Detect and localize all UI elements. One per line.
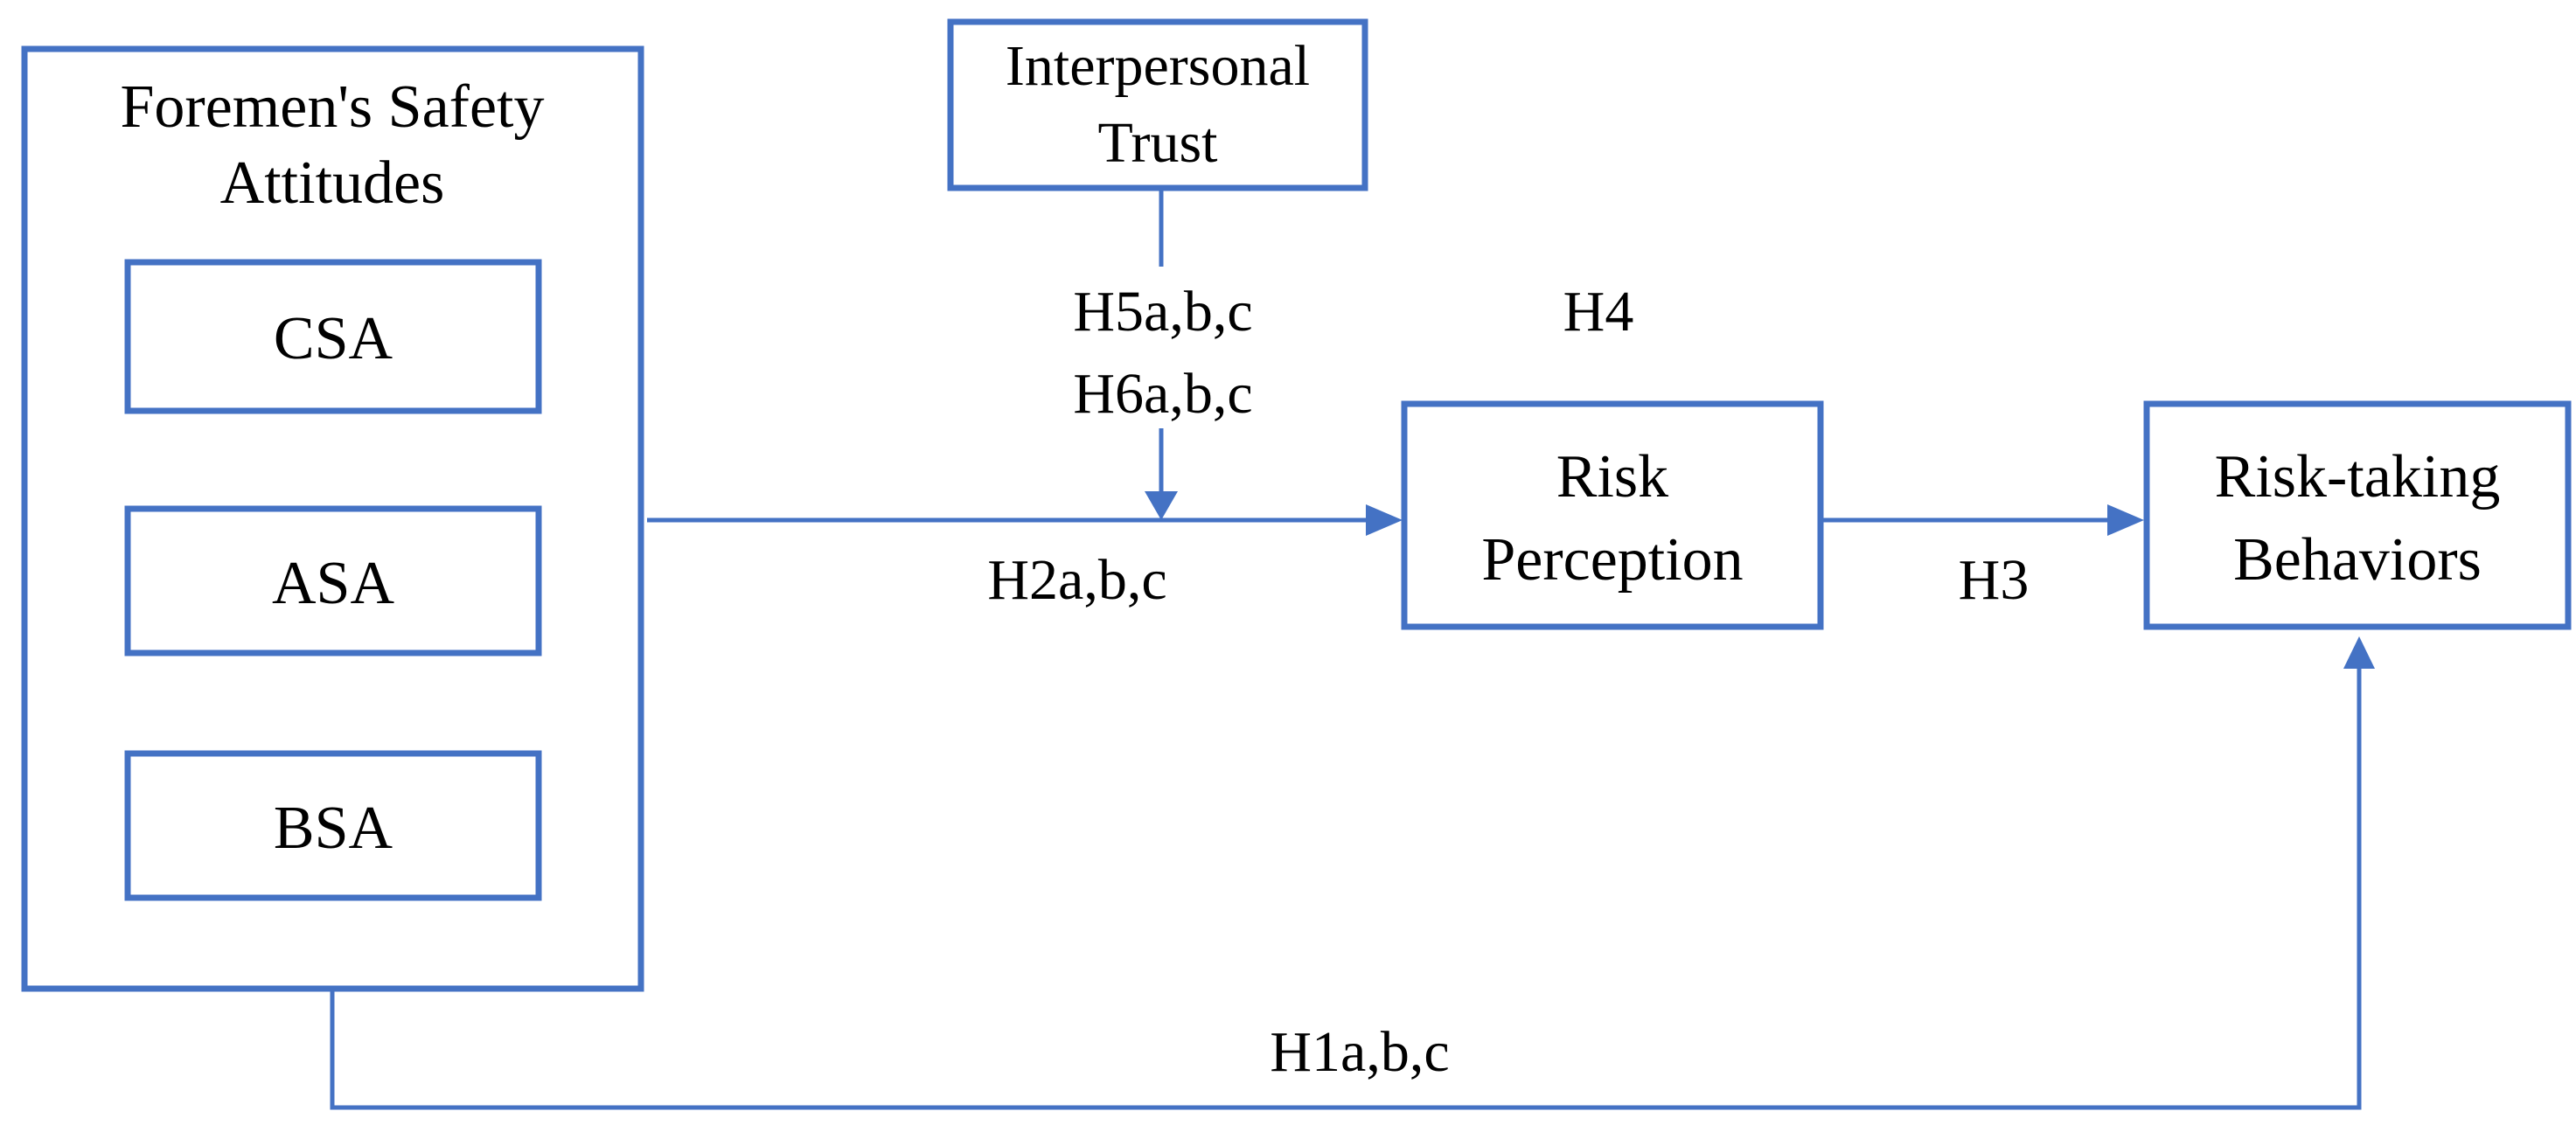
h1-label: H1a,b,c bbox=[1270, 1020, 1449, 1084]
connectors bbox=[330, 190, 2375, 1110]
asa-label: ASA bbox=[272, 550, 394, 617]
foremen-attitudes-title-line2: Attitudes bbox=[220, 149, 445, 217]
hypothesis-labels: H5a,b,c H6a,b,c H4 H2a,b,c H3 H1a,b,c bbox=[987, 280, 2029, 1084]
risk-taking-line1: Risk-taking bbox=[2215, 443, 2501, 510]
h2-label: H2a,b,c bbox=[987, 548, 1166, 612]
node-labels: Foremen's Safety Attitudes CSA ASA BSA I… bbox=[120, 34, 2500, 862]
nodes bbox=[21, 18, 2572, 992]
attitudes-to-perception-arrowhead bbox=[1366, 504, 1403, 536]
csa-label: CSA bbox=[274, 305, 393, 372]
bsa-box bbox=[124, 750, 542, 901]
csa-box bbox=[124, 259, 542, 414]
perception-to-behaviors-arrowhead bbox=[2107, 504, 2144, 536]
h5-label: H5a,b,c bbox=[1073, 280, 1252, 344]
h6-label: H6a,b,c bbox=[1073, 362, 1252, 426]
interpersonal-trust-line1: Interpersonal bbox=[1006, 34, 1310, 98]
risk-taking-box bbox=[2143, 400, 2572, 630]
risk-taking-line2: Behaviors bbox=[2233, 526, 2482, 594]
trust-moderation-arrowhead bbox=[1145, 491, 1178, 520]
interpersonal-trust-box bbox=[947, 18, 1368, 191]
risk-perception-box bbox=[1401, 400, 1824, 630]
foremen-attitudes-title-line1: Foremen's Safety bbox=[120, 73, 544, 141]
h3-label: H3 bbox=[1959, 548, 2029, 612]
asa-box bbox=[124, 505, 542, 656]
risk-perception-line1: Risk bbox=[1556, 443, 1668, 510]
attitudes-to-behaviors-path bbox=[330, 664, 2362, 1110]
h4-label: H4 bbox=[1563, 280, 1634, 344]
bsa-label: BSA bbox=[274, 795, 393, 862]
risk-perception-line2: Perception bbox=[1481, 526, 1743, 594]
interpersonal-trust-line2: Trust bbox=[1098, 111, 1218, 175]
attitudes-to-behaviors-arrowhead bbox=[2343, 636, 2375, 669]
